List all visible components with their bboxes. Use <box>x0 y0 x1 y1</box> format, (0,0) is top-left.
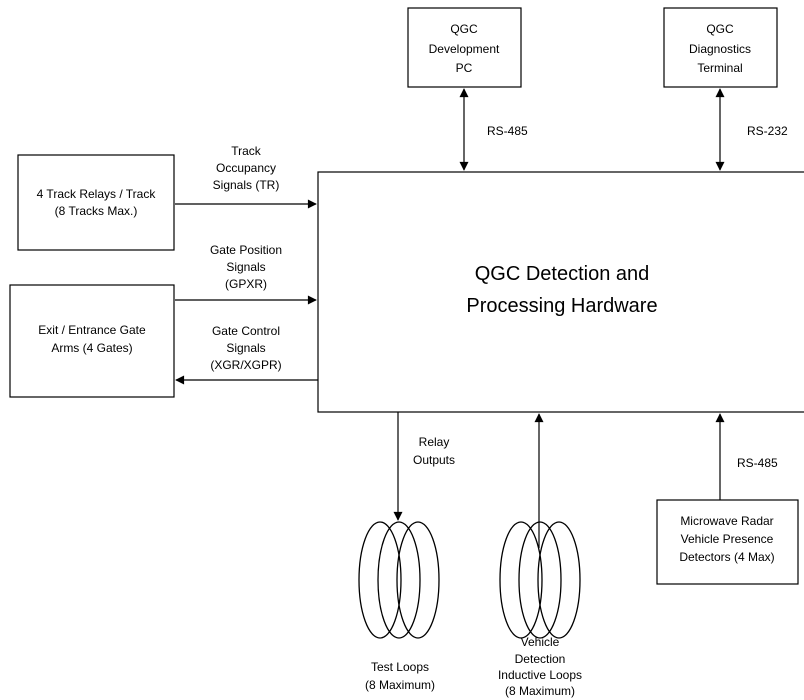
gate-control-line-1: Gate Control <box>212 324 280 338</box>
track-relays-box: 4 Track Relays / Track (8 Tracks Max.) <box>17 154 175 251</box>
diag-terminal-line-2: Diagnostics <box>689 42 751 56</box>
gate-arms-box: Exit / Entrance Gate Arms (4 Gates) <box>9 284 175 398</box>
test-loops-coil-icon <box>358 521 440 639</box>
vehicle-loops-line-4: (8 Maximum) <box>505 684 575 698</box>
radar-line-1: Microwave Radar <box>680 514 773 528</box>
main-block-line-1: QGC Detection and <box>475 263 650 285</box>
radar-box: Microwave Radar Vehicle Presence Detecto… <box>656 499 799 585</box>
gate-control-line-3: (XGR/XGPR) <box>210 358 281 372</box>
vehicle-loops-coil-icon <box>499 521 581 639</box>
track-relays-line-1: 4 Track Relays / Track <box>37 187 157 201</box>
gate-position-line-2: Signals <box>226 260 265 274</box>
dev-pc-line-2: Development <box>429 42 500 56</box>
relay-outputs-line-1: Relay <box>419 435 450 449</box>
vehicle-loops-line-1: Vehicle <box>521 635 560 649</box>
track-relays-line-2: (8 Tracks Max.) <box>55 204 138 218</box>
gate-arms-line-1: Exit / Entrance Gate <box>38 323 146 337</box>
test-loops-line-2: (8 Maximum) <box>365 678 435 692</box>
development-pc-box: QGC Development PC <box>407 7 522 88</box>
gate-arms-line-2: Arms (4 Gates) <box>51 341 132 355</box>
radar-line-2: Vehicle Presence <box>681 532 774 546</box>
gate-position-line-3: (GPXR) <box>225 277 267 291</box>
main-processing-block: QGC Detection and Processing Hardware <box>317 171 804 413</box>
dev-pc-link-label: RS-485 <box>487 124 528 138</box>
radar-line-3: Detectors (4 Max) <box>679 550 774 564</box>
main-block-line-2: Processing Hardware <box>466 295 657 317</box>
diag-terminal-line-1: QGC <box>706 22 734 36</box>
relay-outputs-line-2: Outputs <box>413 453 455 467</box>
diagnostics-terminal-box: QGC Diagnostics Terminal <box>663 7 778 88</box>
dev-pc-line-3: PC <box>456 61 473 75</box>
gate-position-line-1: Gate Position <box>210 243 282 257</box>
vehicle-loops-line-2: Detection <box>515 652 566 666</box>
track-signal-line-1: Track <box>231 144 262 158</box>
gate-control-line-2: Signals <box>226 341 265 355</box>
diag-terminal-link-label: RS-232 <box>747 124 788 138</box>
diag-terminal-line-3: Terminal <box>697 61 742 75</box>
test-loops-line-1: Test Loops <box>371 660 429 674</box>
radar-link-label: RS-485 <box>737 456 778 470</box>
track-signal-line-2: Occupancy <box>216 161 276 175</box>
dev-pc-line-1: QGC <box>450 22 478 36</box>
vehicle-loops-line-3: Inductive Loops <box>498 668 582 682</box>
track-signal-line-3: Signals (TR) <box>213 178 280 192</box>
